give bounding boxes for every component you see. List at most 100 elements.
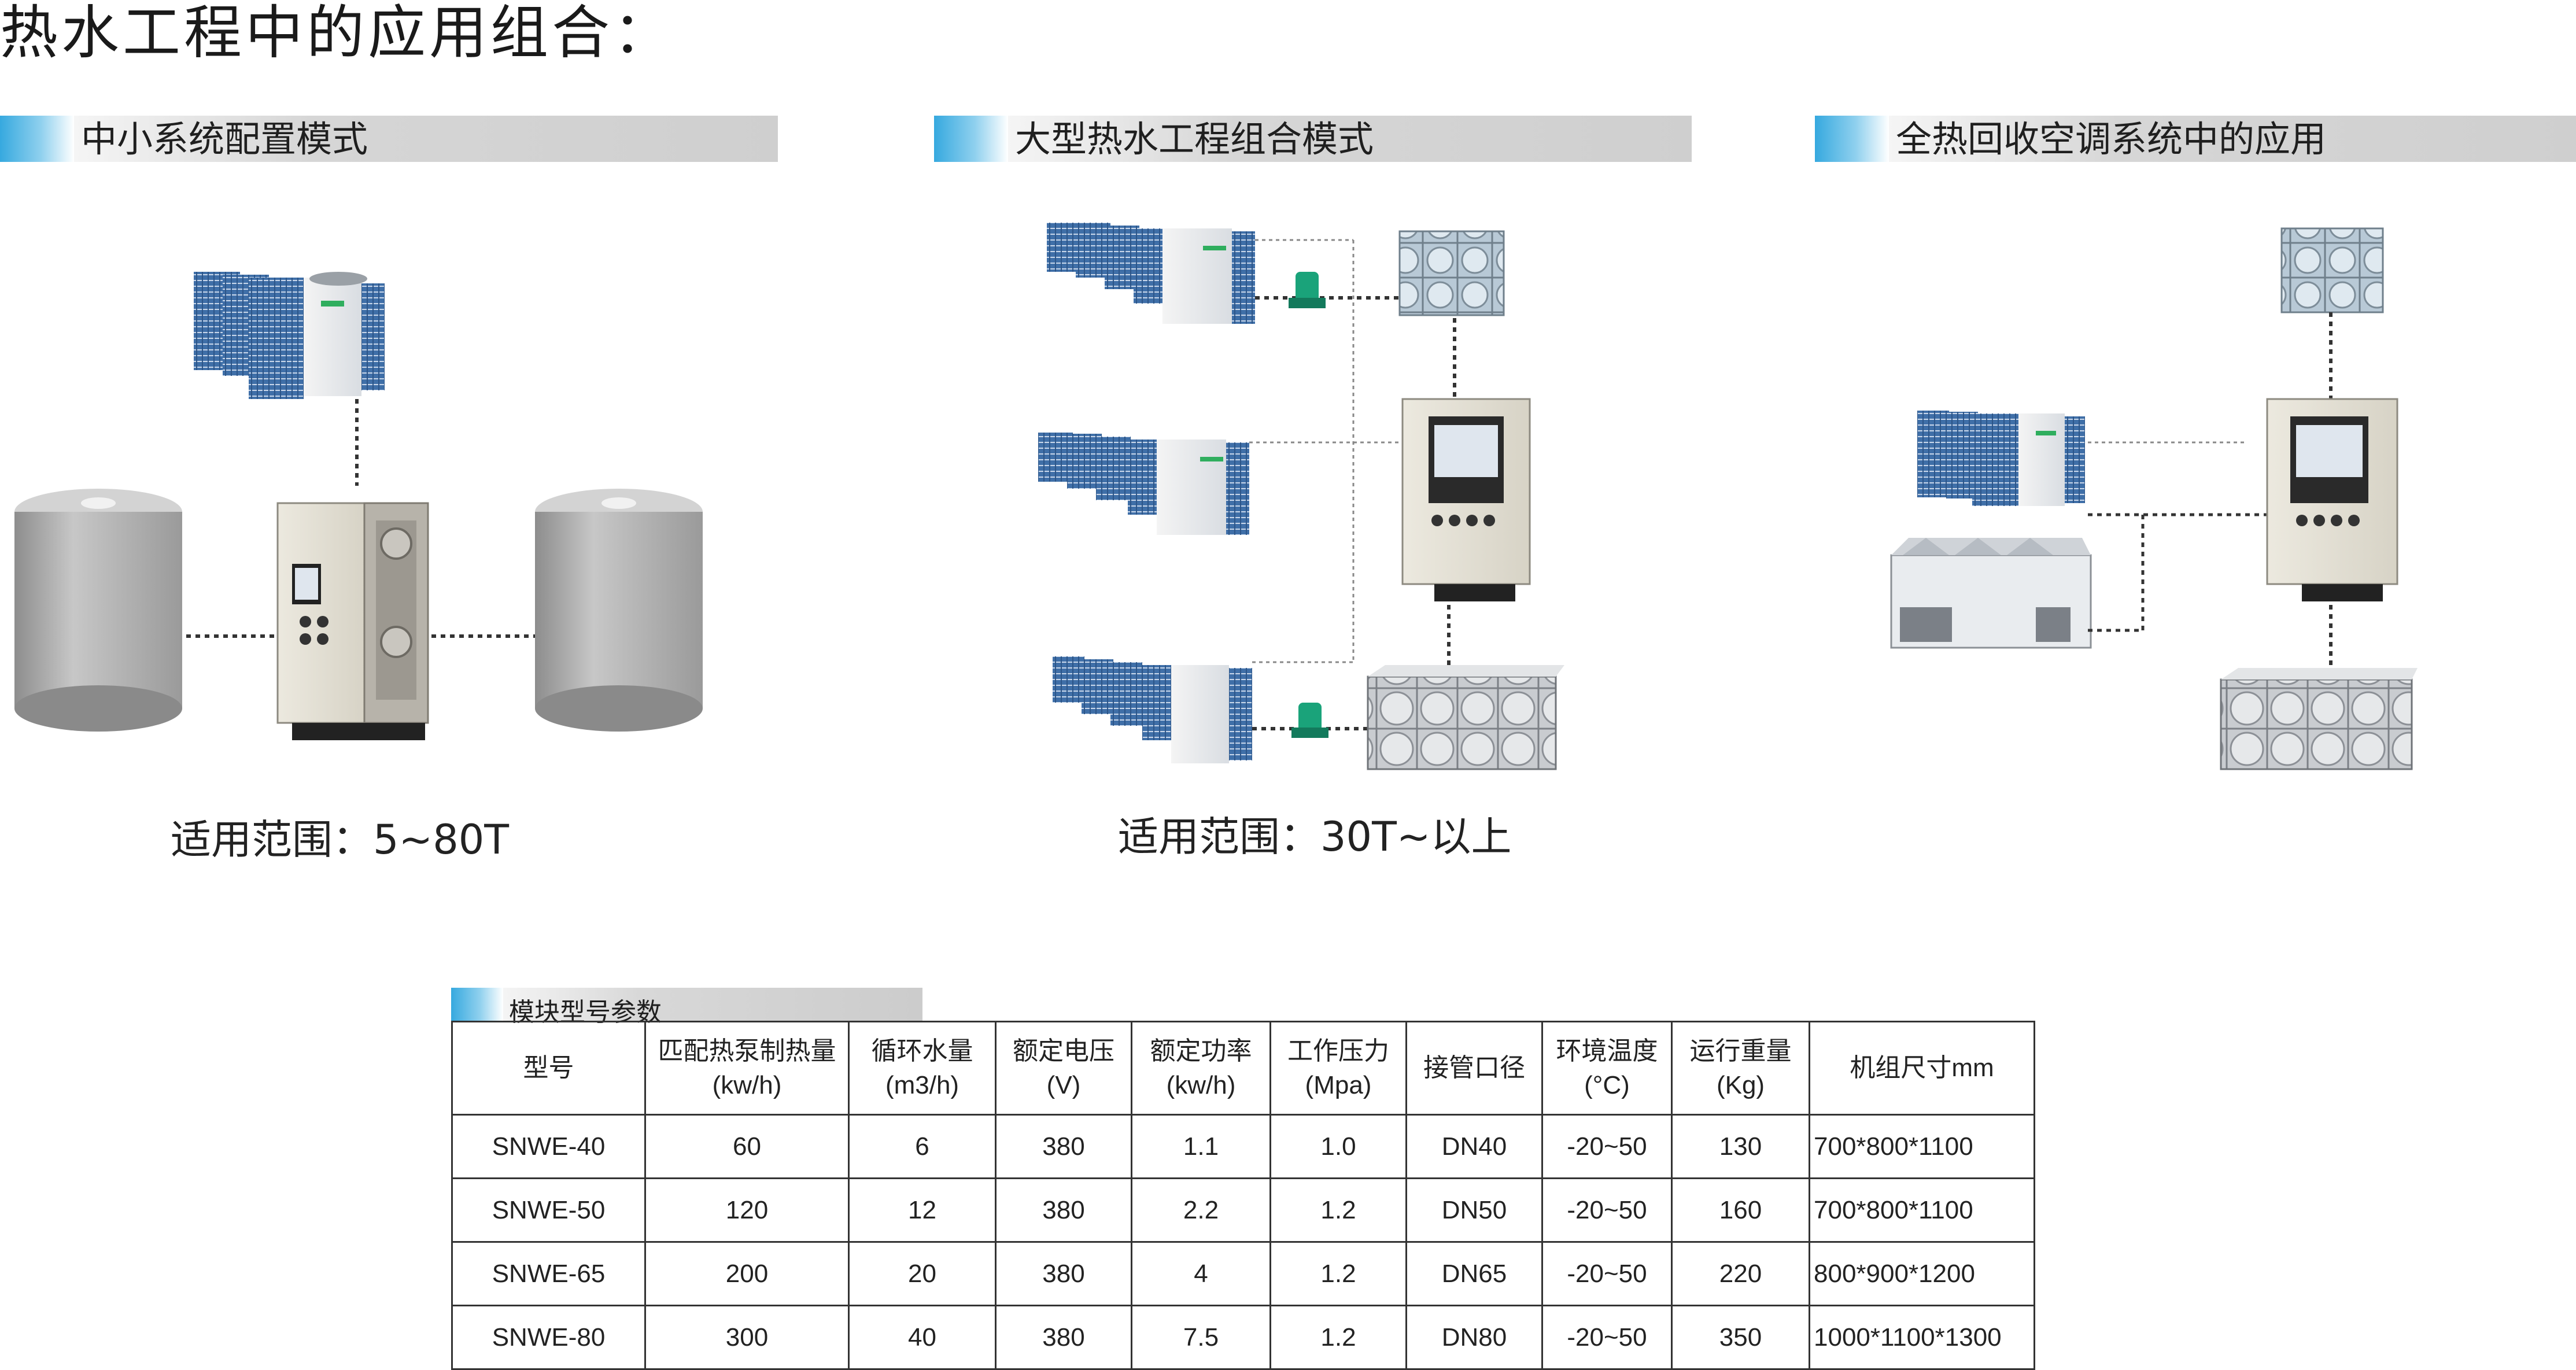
header-heating-capacity: 匹配热泵制热量 (kw/h) (644, 1021, 850, 1116)
cell-pipe-diameter: DN65 (1405, 1241, 1543, 1306)
heat-pump-group-icon (1038, 433, 1249, 535)
storage-tank-icon (535, 489, 703, 732)
heat-pump-group-icon (194, 272, 385, 399)
cell-rated-power: 4 (1131, 1241, 1271, 1306)
cell-rated-voltage: 380 (995, 1177, 1132, 1243)
header-working-pressure: 工作压力(Mpa) (1269, 1021, 1407, 1116)
cell-rated-voltage: 380 (995, 1241, 1132, 1306)
cell-ambient-temp: -20~50 (1541, 1177, 1673, 1243)
header-unit-size: 机组尺寸mm (1809, 1021, 2035, 1116)
cell-flow-rate: 6 (848, 1114, 997, 1179)
air-cooled-chiller-icon (1890, 538, 2092, 649)
header-line2: (kw/h) (712, 1071, 782, 1099)
heat-pump-group-icon (1053, 656, 1252, 763)
steel-water-tank-icon (2220, 668, 2418, 770)
header-rated-power: 额定功率 (kw/h) (1131, 1021, 1271, 1116)
cell-flow-rate: 40 (848, 1305, 997, 1370)
section-label: 全热回收空调系统中的应用 (1896, 118, 2327, 160)
cell-operating-weight: 350 (1671, 1305, 1810, 1370)
cell-unit-size: 700*800*1100 (1809, 1177, 2035, 1243)
cell-flow-rate: 20 (848, 1241, 997, 1306)
header-operating-weight: 运行重量 (Kg) (1671, 1021, 1810, 1116)
cell-model: SNWE-80 (451, 1305, 646, 1370)
cell-operating-weight: 220 (1671, 1241, 1810, 1306)
header-rated-voltage: 额定电压 (V) (995, 1021, 1132, 1116)
cell-rated-power: 7.5 (1131, 1305, 1271, 1370)
table-row: SNWE-40 60 6 380 1.1 1.0 DN40 -20~50 130… (451, 1114, 2035, 1179)
section-accent (934, 116, 1008, 162)
header-pipe-diameter: 接管口径 (1405, 1021, 1543, 1116)
table-title-bar: 模块型号参数 (451, 988, 922, 1027)
cell-unit-size: 700*800*1100 (1809, 1114, 2035, 1179)
cell-flow-rate: 12 (848, 1177, 997, 1243)
range-label-large: 适用范围：30T~以上 (1118, 813, 1512, 861)
cell-rated-power: 1.1 (1131, 1114, 1271, 1179)
section-header-heat-recovery: 全热回收空调系统中的应用 (1815, 116, 2576, 162)
circulation-pump-icon (1289, 272, 1326, 308)
header-line1: 环境温度 (1556, 1036, 1658, 1065)
cell-unit-size: 1000*1100*1300 (1809, 1305, 2035, 1370)
control-cabinet-icon (2266, 398, 2398, 601)
header-line2: (m3/h) (885, 1071, 959, 1099)
table-row: SNWE-65 200 20 380 4 1.2 DN65 -20~50 220… (451, 1241, 2035, 1306)
heat-pump-group-icon (1047, 223, 1255, 324)
header-line1: 型号 (523, 1054, 574, 1083)
cell-ambient-temp: -20~50 (1541, 1114, 1673, 1179)
cell-heating-capacity: 200 (644, 1241, 850, 1306)
cell-working-pressure: 1.2 (1269, 1305, 1407, 1370)
cell-ambient-temp: -20~50 (1541, 1241, 1673, 1306)
cell-working-pressure: 1.0 (1269, 1114, 1407, 1179)
section-accent (1815, 116, 1889, 162)
section-label: 中小系统配置模式 (81, 118, 368, 160)
cell-ambient-temp: -20~50 (1541, 1305, 1673, 1370)
cell-pipe-diameter: DN80 (1405, 1305, 1543, 1370)
header-flow-rate: 循环水量 (m3/h) (848, 1021, 997, 1116)
header-ambient-temp: 环境温度(°C) (1541, 1021, 1673, 1116)
section-label: 大型热水工程组合模式 (1015, 118, 1374, 160)
section-accent (451, 988, 503, 1021)
cell-unit-size: 800*900*1200 (1809, 1241, 2035, 1306)
table-row: SNWE-80 300 40 380 7.5 1.2 DN80 -20~50 3… (451, 1305, 2035, 1370)
table-row: SNWE-50 120 12 380 2.2 1.2 DN50 -20~50 1… (451, 1177, 2035, 1243)
header-line1: 匹配热泵制热量 (658, 1036, 836, 1065)
cell-pipe-diameter: DN40 (1405, 1114, 1543, 1179)
cell-model: SNWE-40 (451, 1114, 646, 1179)
table-header-row: 型号 匹配热泵制热量 (kw/h) 循环水量 (m3/h) 额定电压 (V) 额定功率… (451, 1021, 2035, 1116)
section-accent (0, 116, 74, 162)
header-line1: 额定功率 (1150, 1036, 1252, 1065)
section-header-small-system: 中小系统配置模式 (0, 116, 778, 162)
header-line1: 接管口径 (1423, 1054, 1525, 1083)
cell-model: SNWE-50 (451, 1177, 646, 1243)
header-line1: 循环水量 (871, 1036, 973, 1065)
control-unit-icon (276, 502, 429, 740)
cell-heating-capacity: 60 (644, 1114, 850, 1179)
cell-rated-voltage: 380 (995, 1114, 1132, 1179)
header-line2: (Kg) (1716, 1071, 1765, 1099)
water-tank-icon (2280, 227, 2384, 313)
steel-water-tank-icon (1367, 665, 1564, 770)
cell-heating-capacity: 300 (644, 1305, 850, 1370)
model-parameters-table: 型号 匹配热泵制热量 (kw/h) 循环水量 (m3/h) 额定电压 (V) 额定功率… (451, 1021, 2035, 1370)
cell-working-pressure: 1.2 (1269, 1177, 1407, 1243)
range-label-small: 适用范围：5~80T (171, 816, 510, 863)
header-line1: 机组尺寸mm (1850, 1054, 1994, 1083)
section-header-large-system: 大型热水工程组合模式 (934, 116, 1692, 162)
water-tank-icon (1398, 230, 1505, 316)
header-line1: 运行重量 (1689, 1036, 1792, 1065)
page-title: 热水工程中的应用组合： (0, 0, 674, 67)
heat-pump-group-icon (1917, 411, 2085, 506)
header-line1: 额定电压 (1013, 1036, 1114, 1065)
header-line2: (kw/h) (1166, 1071, 1236, 1099)
cell-operating-weight: 130 (1671, 1114, 1810, 1179)
storage-tank-icon (14, 489, 182, 732)
cell-operating-weight: 160 (1671, 1177, 1810, 1243)
cell-working-pressure: 1.2 (1269, 1241, 1407, 1306)
cell-rated-power: 2.2 (1131, 1177, 1271, 1243)
cell-rated-voltage: 380 (995, 1305, 1132, 1370)
header-line2: (Mpa) (1305, 1071, 1372, 1099)
system-diagrams (14, 223, 2418, 770)
cell-pipe-diameter: DN50 (1405, 1177, 1543, 1243)
cell-heating-capacity: 120 (644, 1177, 850, 1243)
cell-model: SNWE-65 (451, 1241, 646, 1306)
header-line2: (V) (1046, 1071, 1081, 1099)
